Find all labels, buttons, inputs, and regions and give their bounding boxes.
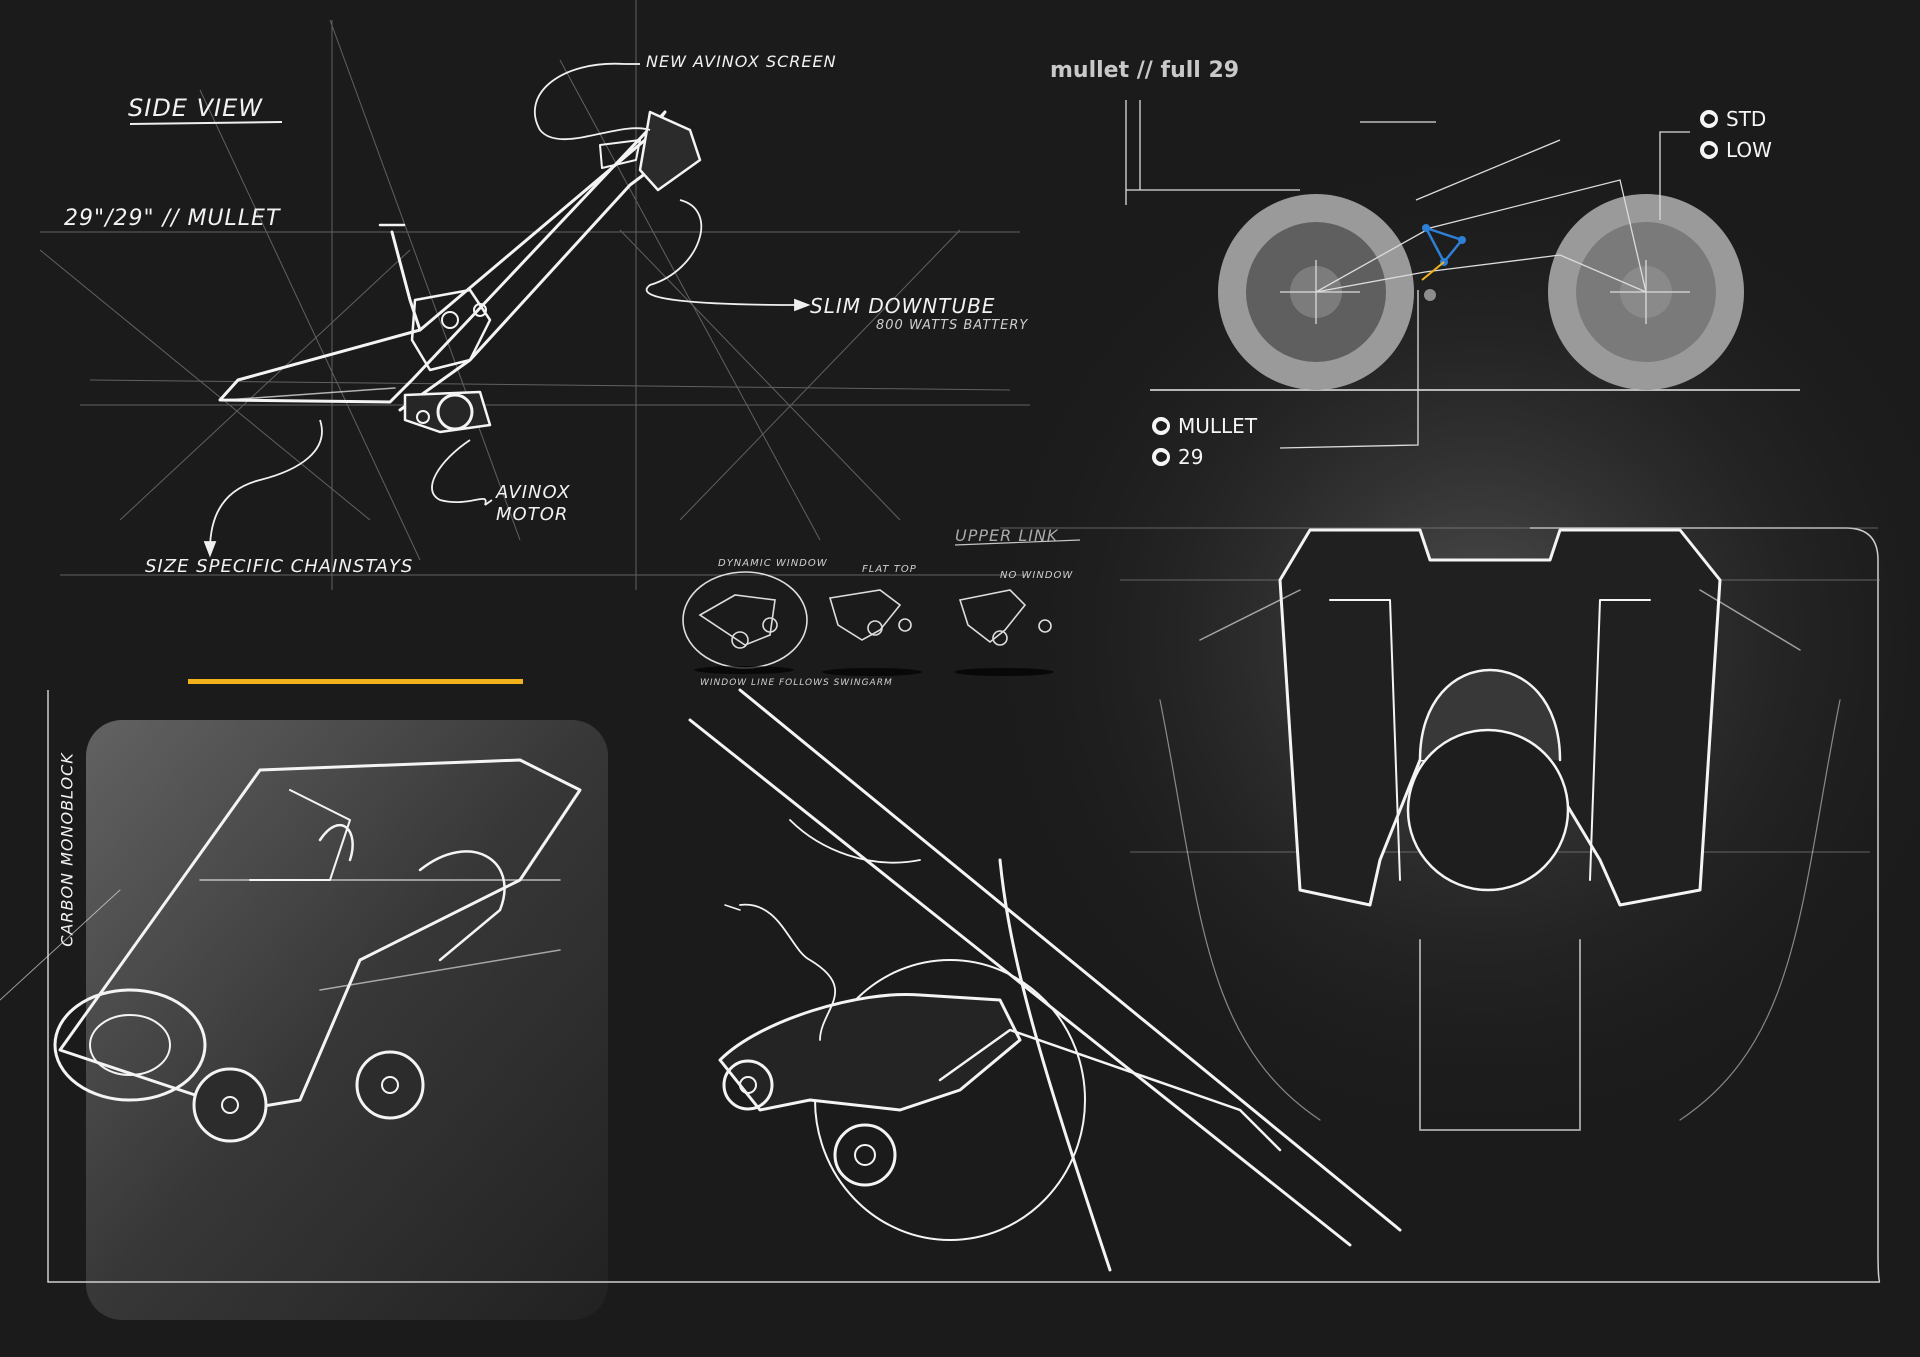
radio-icon: [1152, 417, 1170, 435]
label-upper-link: UPPER LINK: [955, 526, 1059, 545]
label-new-screen: NEW AVINOX SCREEN: [646, 52, 837, 71]
option-low[interactable]: LOW: [1700, 138, 1772, 162]
upper-link-sketch: [688, 688, 1402, 1272]
label-dynamic-window: DYNAMIC WINDOW: [718, 558, 828, 569]
radio-icon: [1152, 448, 1170, 466]
option-std-label: STD: [1726, 107, 1767, 131]
construction-lines: [39, 0, 1880, 853]
label-slim-downtube: SLIM DOWNTUBE: [810, 294, 996, 318]
radio-icon: [1700, 141, 1718, 159]
label-window-follows: WINDOW LINE FOLLOWS SWINGARM: [700, 678, 893, 688]
option-29[interactable]: 29: [1152, 445, 1203, 469]
label-wheel-size: 29"/29" // MULLET: [64, 206, 281, 231]
geometry-diagram: [1125, 100, 1800, 449]
option-mullet[interactable]: MULLET: [1152, 414, 1257, 438]
radio-icon: [1700, 110, 1718, 128]
label-motor-1: AVINOX: [496, 482, 571, 503]
label-chainstays: SIZE SPECIFIC CHAINSTAYS: [145, 556, 414, 577]
carbon-monoblock-sketch: [0, 758, 582, 1143]
label-carbon-monoblock: CARBON MONOBLOCK: [57, 752, 77, 947]
option-std[interactable]: STD: [1700, 107, 1766, 131]
label-battery: 800 WATTS BATTERY: [876, 318, 1029, 333]
callout-arrows: [129, 62, 1081, 558]
upper-link-variants: [682, 571, 1054, 676]
label-flat-top: FLAT TOP: [862, 564, 917, 575]
option-29-label: 29: [1178, 445, 1204, 469]
option-low-label: LOW: [1726, 138, 1772, 162]
top-view-sketch: [1159, 528, 1841, 1131]
panel-left-background: [86, 720, 608, 1320]
sheet-border: [47, 527, 1881, 1283]
label-motor-2: MOTOR: [496, 504, 569, 525]
side-view-frame: [218, 110, 702, 434]
geometry-title: mullet // full 29: [1050, 58, 1240, 83]
label-side-view: SIDE VIEW: [128, 94, 263, 122]
label-no-window: NO WINDOW: [1000, 570, 1074, 581]
accent-bar: [188, 679, 523, 684]
option-mullet-label: MULLET: [1178, 414, 1258, 438]
